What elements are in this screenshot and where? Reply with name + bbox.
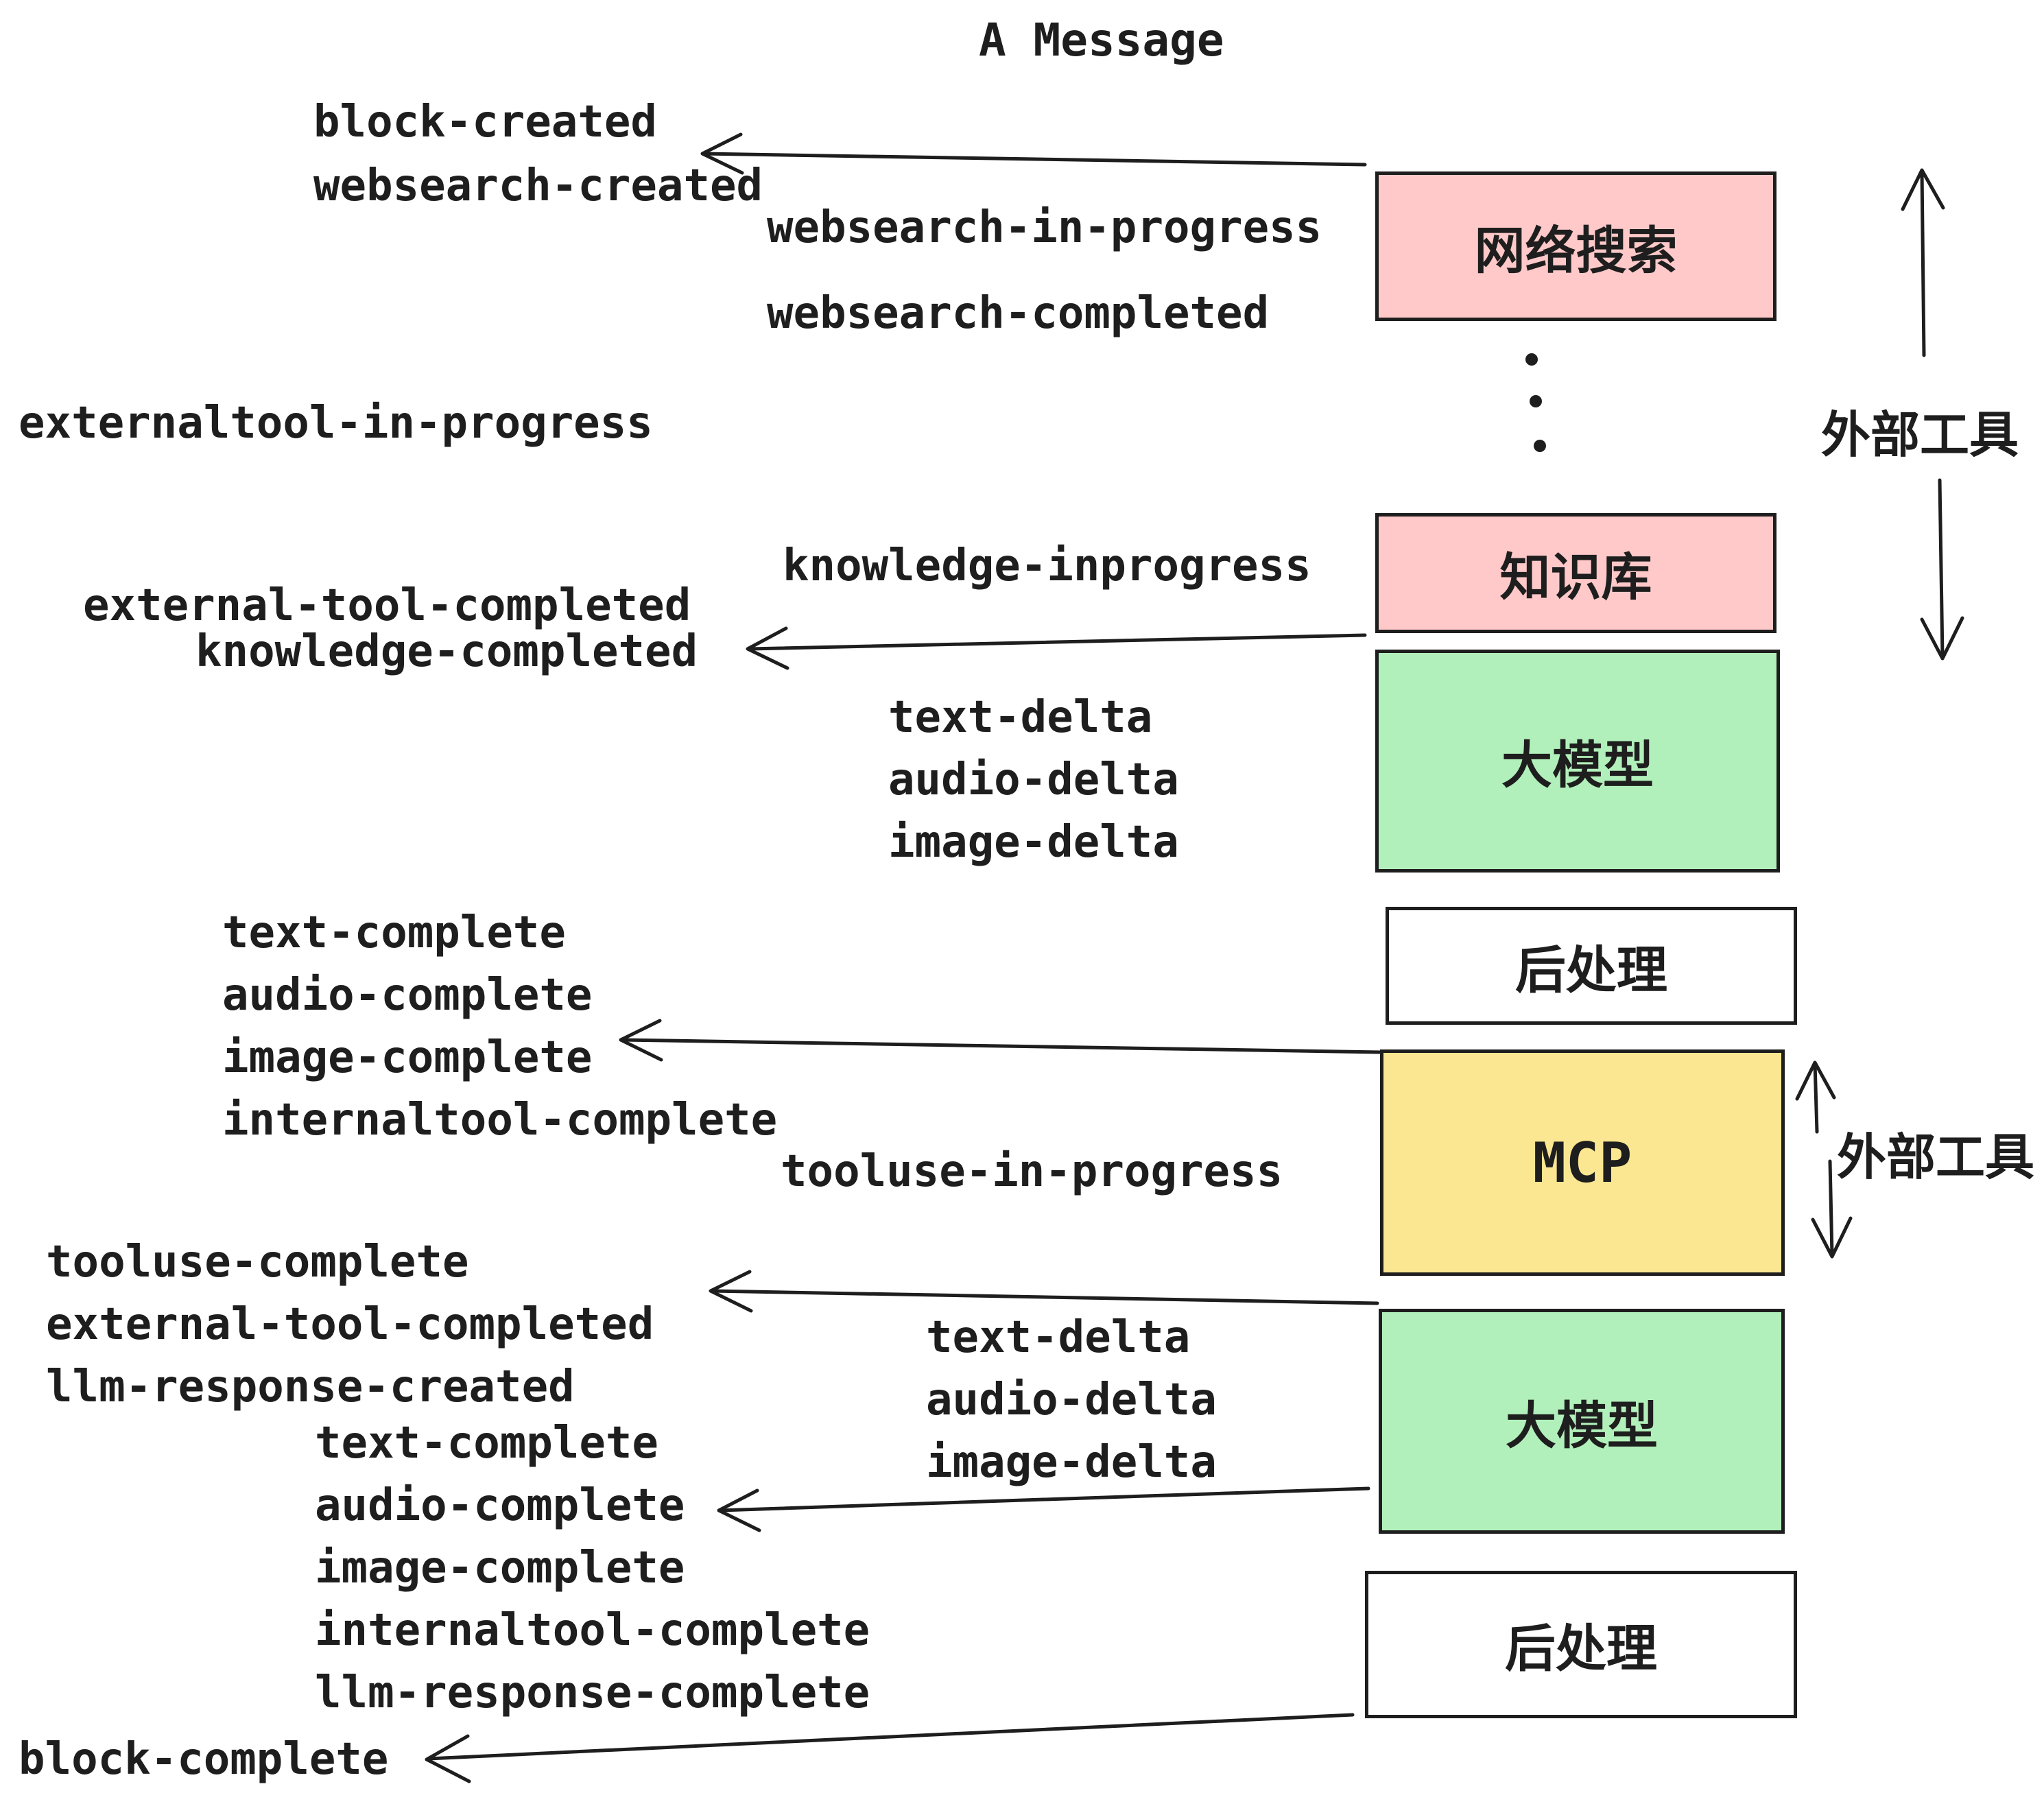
external-tools-label-mid: 外部工具 [1837, 1128, 2035, 1186]
external-tools-up-arrow-top [1901, 168, 1945, 357]
box-websearch: 网络搜索 [1375, 171, 1776, 321]
event-label: text-delta [926, 1312, 1191, 1363]
event-label: audio-delta [888, 755, 1179, 805]
event-label: image-delta [888, 817, 1179, 868]
event-label: tooluse-complete [46, 1237, 469, 1287]
arrow-websearch-created [700, 132, 1367, 175]
event-websearch-in-progress: websearch-in-progress [767, 202, 1322, 253]
box-websearch-label: 网络搜索 [1474, 221, 1678, 281]
arrow-tooluse-complete [709, 1270, 1379, 1313]
external-tools-down-arrow-top [1920, 478, 1964, 661]
box-llm-2: 大模型 [1379, 1309, 1785, 1534]
page-title: A Message [979, 14, 1224, 67]
event-label: image-delta [926, 1437, 1217, 1488]
event-externaltool-in-progress: externaltool-in-progress [19, 398, 653, 449]
external-tools-up-arrow-mid [1795, 1060, 1836, 1134]
box-llm-1: 大模型 [1375, 650, 1780, 873]
event-label: internaltool-complete [222, 1095, 778, 1146]
event-label: image-complete [222, 1032, 593, 1083]
event-group-complete-1: text-complete audio-complete image-complet… [222, 902, 777, 1152]
event-label: external-tool-completed [46, 1299, 654, 1350]
event-group-tooluse: tooluse-complete external-tool-completed l… [46, 1231, 654, 1419]
event-websearch-created: websearch-created [313, 161, 763, 211]
event-label: image-complete [315, 1543, 685, 1593]
event-websearch-completed: websearch-completed [767, 288, 1270, 339]
event-knowledge-completed: knowledge-completed [195, 626, 698, 677]
event-label: text-complete [315, 1418, 658, 1469]
event-group-delta-1: text-delta audio-delta image-delta [888, 687, 1179, 874]
box-postprocess-1: 后处理 [1386, 907, 1797, 1025]
box-postprocess-1-label: 后处理 [1515, 940, 1667, 1000]
box-knowledge: 知识库 [1375, 513, 1776, 633]
event-label: llm-response-created [46, 1362, 575, 1412]
box-llm-2-label: 大模型 [1506, 1396, 1658, 1456]
event-label: llm-response-complete [315, 1667, 870, 1718]
event-block-created: block-created [313, 97, 657, 147]
external-tools-label-top: 外部工具 [1821, 406, 2019, 464]
event-label: audio-delta [926, 1375, 1217, 1425]
event-group-delta-2: text-delta audio-delta image-delta [926, 1307, 1217, 1494]
event-label: text-complete [222, 907, 566, 958]
box-mcp-label: MCP [1532, 1130, 1632, 1195]
arrow-knowledge-completed [746, 626, 1367, 670]
box-postprocess-2: 后处理 [1365, 1571, 1797, 1718]
event-label: audio-complete [315, 1480, 685, 1531]
event-label: text-delta [888, 692, 1153, 743]
event-tooluse-in-progress: tooluse-in-progress [781, 1146, 1283, 1197]
box-knowledge-label: 知识库 [1499, 548, 1652, 607]
event-external-tool-completed: external-tool-completed [83, 580, 691, 631]
box-mcp: MCP [1380, 1049, 1785, 1276]
box-llm-1-label: 大模型 [1501, 736, 1654, 795]
box-postprocess-2-label: 后处理 [1505, 1619, 1657, 1678]
arrow-block-complete [425, 1713, 1355, 1783]
event-group-complete-2: text-complete audio-complete image-complet… [315, 1412, 870, 1724]
event-label: internaltool-complete [315, 1605, 870, 1656]
event-label: audio-complete [222, 970, 593, 1021]
ellipsis-dots [1525, 353, 1546, 452]
event-knowledge-inprogress: knowledge-inprogress [783, 541, 1311, 591]
event-block-complete: block-complete [19, 1734, 389, 1785]
